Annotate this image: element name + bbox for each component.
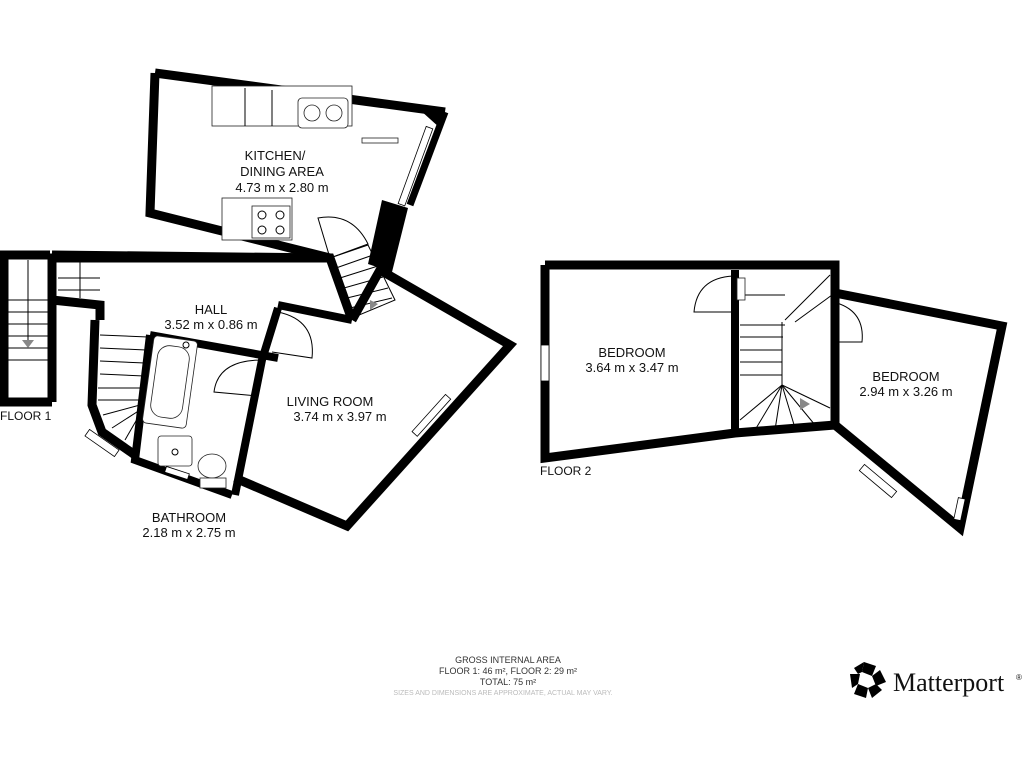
bedroom2-window-front [858, 463, 898, 499]
toilet [197, 453, 227, 479]
kitchen-chimney-breast [368, 200, 408, 272]
bathroom-name: BATHROOM [152, 510, 226, 525]
area-heading: GROSS INTERNAL AREA [455, 655, 561, 665]
living-room-name: LIVING ROOM [287, 394, 374, 409]
floor-1-labels: KITCHEN/ DINING AREA 4.73 m x 2.80 m HAL… [0, 148, 387, 540]
kitchen-name-line2: DINING AREA [240, 164, 324, 179]
kitchen-dimensions: 4.73 m x 2.80 m [235, 180, 328, 195]
area-summary: GROSS INTERNAL AREA FLOOR 1: 46 m², FLOO… [393, 655, 612, 697]
bedroom1-name: BEDROOM [598, 345, 665, 360]
kitchen-door-swing [317, 216, 369, 259]
bedroom1-window [540, 344, 550, 382]
floor-2-doors [693, 275, 863, 343]
kitchen-fixtures [211, 85, 399, 241]
floor-1-staircase [8, 260, 149, 458]
area-floors: FLOOR 1: 46 m², FLOOR 2: 29 m² [439, 666, 577, 676]
washbasin [157, 435, 193, 467]
area-total: TOTAL: 75 m² [480, 677, 536, 687]
hall-name: HALL [195, 302, 228, 317]
area-disclaimer: SIZES AND DIMENSIONS ARE APPROXIMATE, AC… [393, 690, 612, 697]
floor-2-plan: BEDROOM 3.64 m x 3.47 m BEDROOM 2.94 m x… [540, 260, 1008, 537]
bathroom-dimensions: 2.18 m x 2.75 m [142, 525, 235, 540]
bedroom2-door-swing [836, 302, 863, 343]
brand-logo: Matterport ® [850, 662, 1022, 698]
brand-trademark: ® [1016, 673, 1022, 682]
floor-1-stair-walls [0, 250, 357, 459]
bedroom2-window-side [953, 497, 966, 522]
brand-name: Matterport [893, 668, 1005, 697]
living-room-dimensions: 3.74 m x 3.97 m [293, 409, 386, 424]
stair-window [84, 428, 120, 458]
kitchen-wall-corner [420, 110, 445, 128]
floor-2-walls [540, 260, 1008, 537]
bathroom-window [164, 465, 190, 481]
bedroom2-dimensions: 2.94 m x 3.26 m [859, 384, 952, 399]
kitchen-name-line1: KITCHEN/ [245, 148, 306, 163]
living-room-door-swing [271, 311, 313, 359]
kitchen-window [397, 125, 434, 207]
bedroom2-name: BEDROOM [872, 369, 939, 384]
bedroom1-door-swing [693, 275, 734, 313]
bathroom-fixtures [142, 335, 227, 489]
floor-1-label: FLOOR 1 [0, 409, 52, 423]
bedroom1-dimensions: 3.64 m x 3.47 m [585, 360, 678, 375]
floor-2-labels: BEDROOM 3.64 m x 3.47 m BEDROOM 2.94 m x… [540, 345, 953, 478]
bathroom-door-swing [213, 359, 263, 397]
floor-2-label: FLOOR 2 [540, 464, 592, 478]
floor-1-plan: KITCHEN/ DINING AREA 4.73 m x 2.80 m HAL… [0, 68, 518, 540]
hall-dimensions: 3.52 m x 0.86 m [164, 317, 257, 332]
living-room-window [411, 393, 452, 437]
floor-2-staircase [736, 274, 833, 431]
floor-1-doors [213, 311, 313, 397]
hob [251, 205, 291, 239]
matterport-logo-icon [850, 662, 886, 698]
